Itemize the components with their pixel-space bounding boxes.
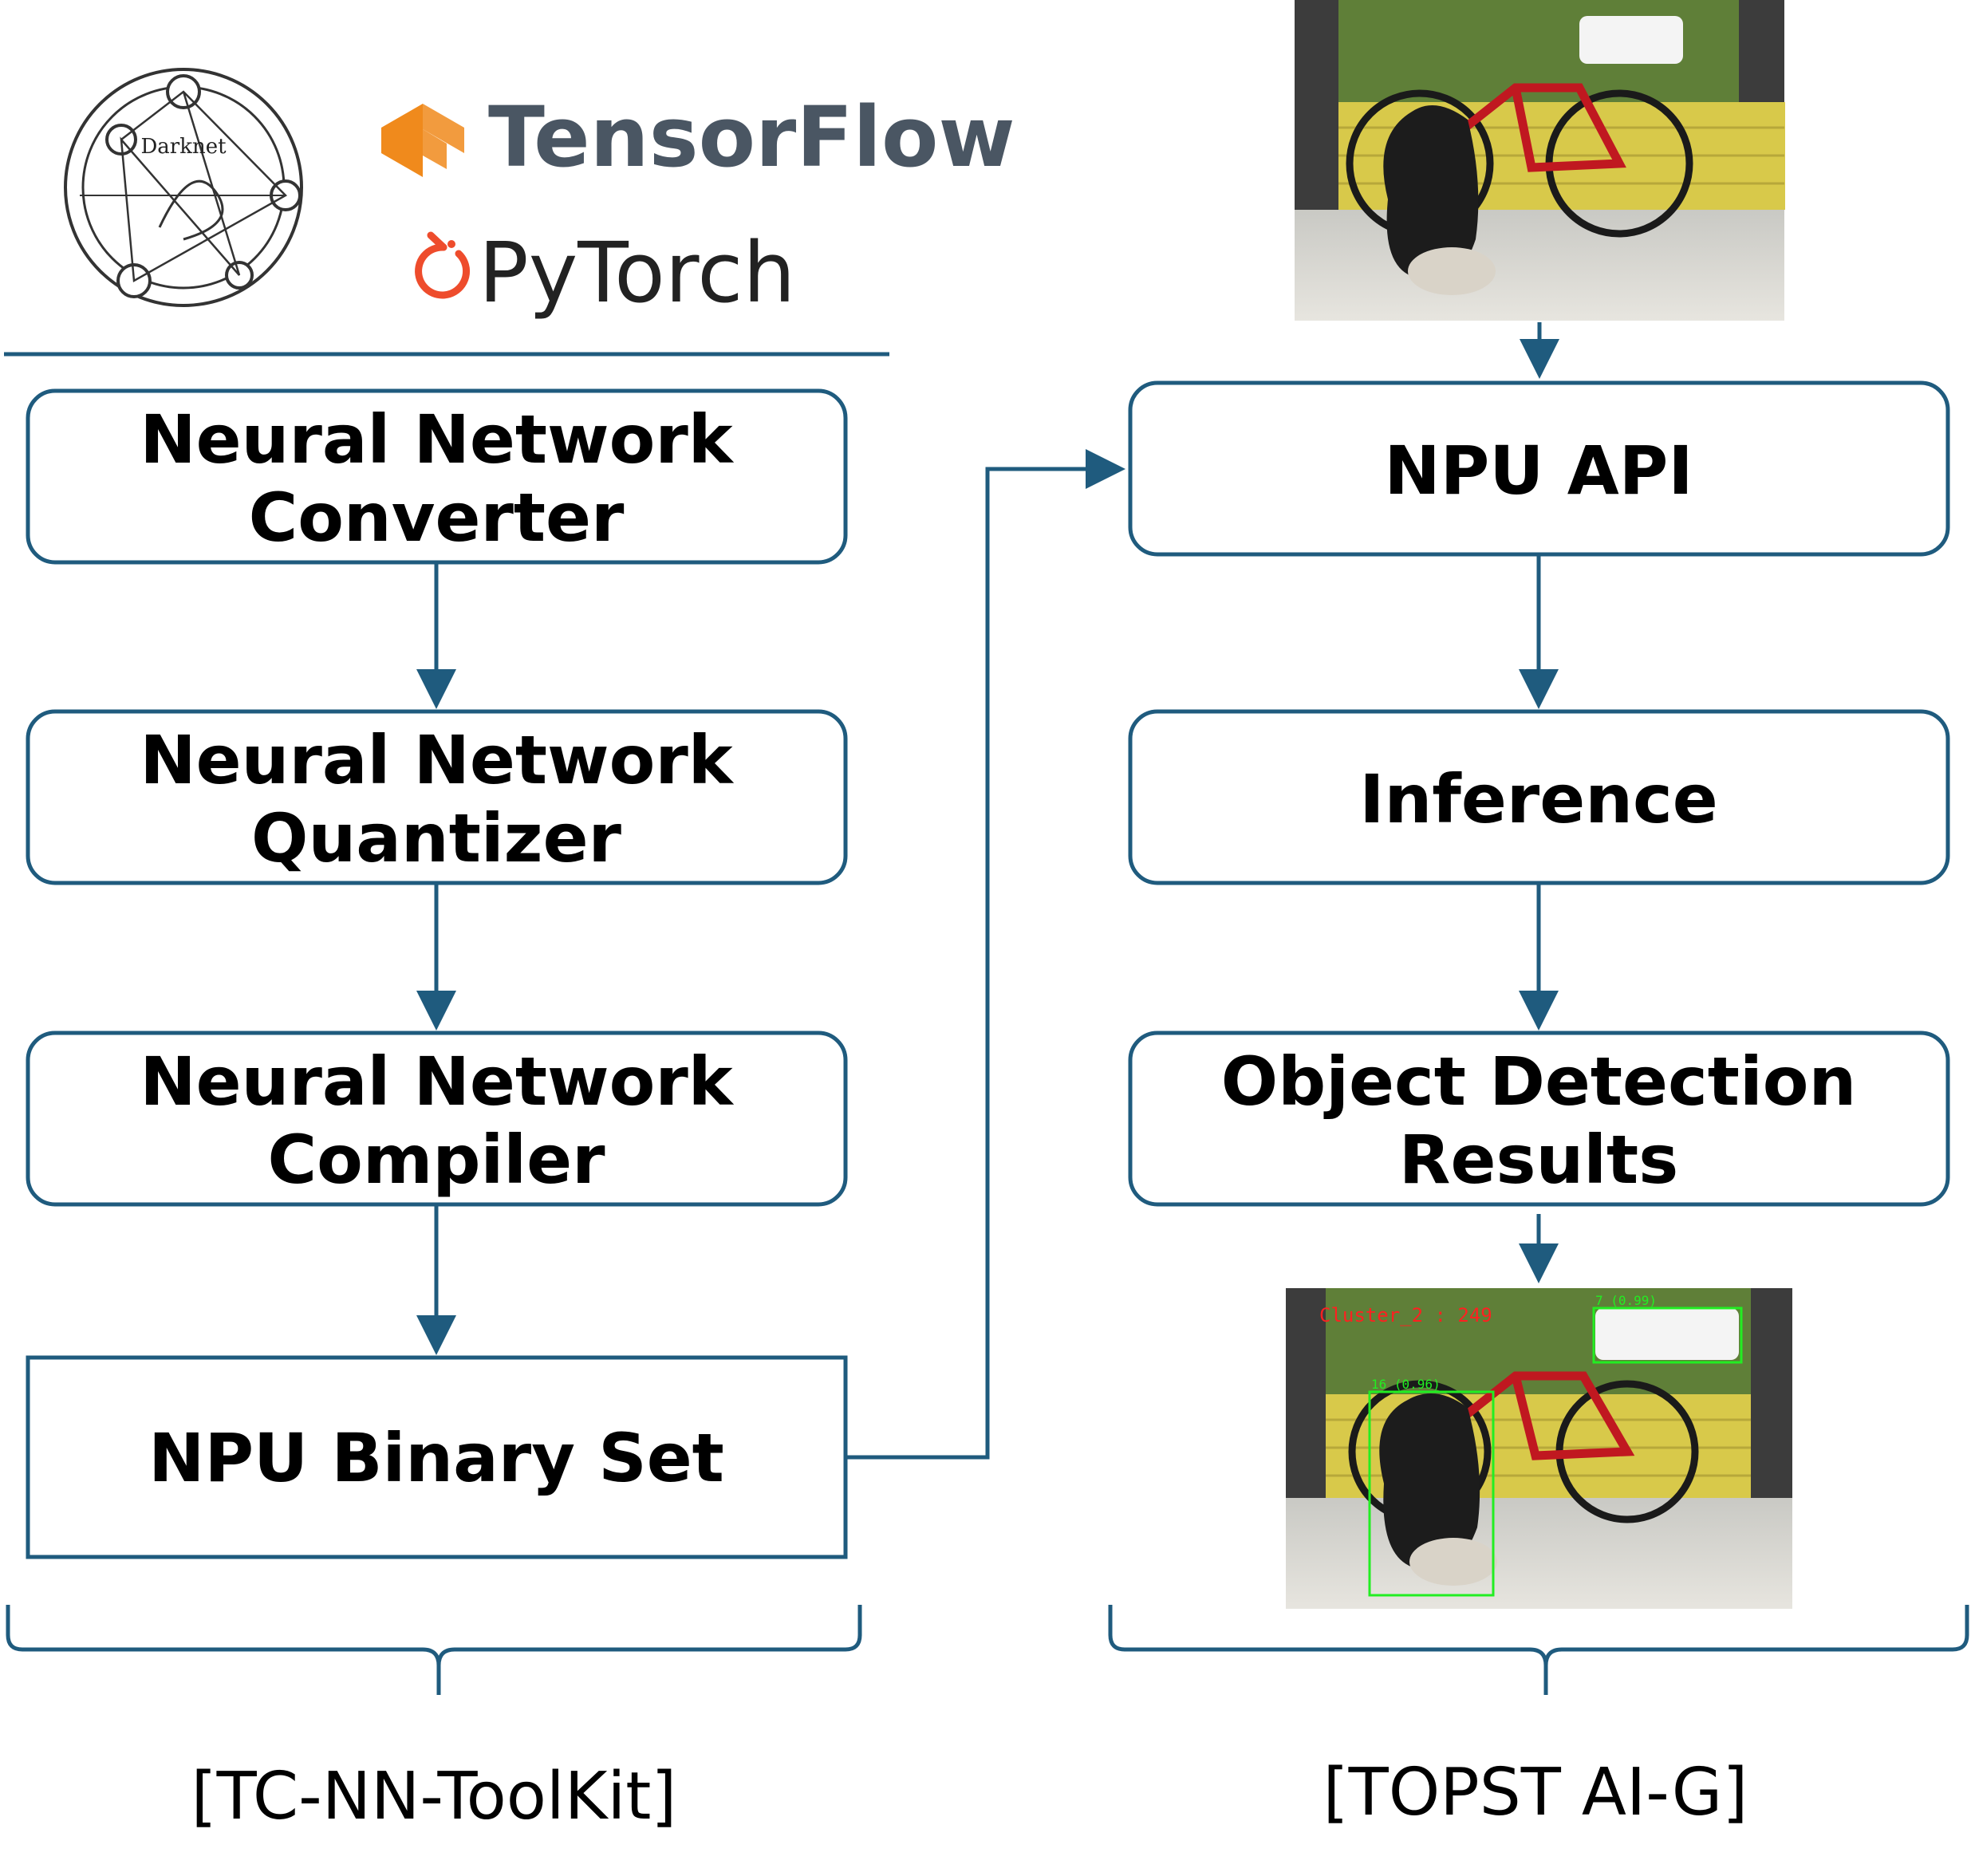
dog-detection-label: 16 (0.96) — [1371, 1377, 1441, 1392]
results-label-line2: Results — [1399, 1121, 1678, 1199]
device-caption: [TOPST AI-G] — [1323, 1755, 1748, 1831]
tensorflow-wordmark: TensorFlow — [488, 89, 1015, 186]
detection-overlays: Cluster_2 : 249 7 (0.99) 16 (0.96) — [1319, 1293, 1743, 1597]
converter-label-line2: Converter — [249, 479, 625, 557]
tensorflow-logo: TensorFlow — [381, 89, 1015, 186]
quantizer-box: Neural Network Quantizer — [26, 709, 848, 885]
compiler-box: Neural Network Compiler — [26, 1031, 848, 1207]
dog-bounding-box — [1368, 1390, 1495, 1597]
pytorch-flame-icon — [415, 231, 470, 299]
npu-api-box: NPU API — [1128, 380, 1950, 557]
npu-binary-set-box: NPU Binary Set — [26, 1355, 848, 1559]
converter-box: Neural Network Converter — [26, 388, 848, 565]
compiler-label-line2: Compiler — [268, 1121, 606, 1199]
car-bounding-box — [1592, 1306, 1743, 1364]
darknet-logo-text: Darknet — [140, 135, 227, 159]
quantizer-label-line1: Neural Network — [140, 721, 734, 799]
device-brace — [1108, 1605, 1969, 1695]
pytorch-logo: PyTorch — [415, 224, 795, 321]
toolkit-caption: [TC-NN-ToolKit] — [191, 1759, 677, 1835]
results-label-line1: Object Detection — [1221, 1042, 1857, 1121]
inference-box: Inference — [1128, 709, 1950, 885]
npu-api-label: NPU API — [1384, 432, 1693, 510]
darknet-logo: Darknet — [64, 68, 303, 307]
npu-binary-set-label: NPU Binary Set — [148, 1419, 724, 1497]
car-detection-label: 7 (0.99) — [1595, 1293, 1657, 1308]
inference-label: Inference — [1359, 760, 1718, 838]
tensorflow-icon — [381, 104, 464, 177]
results-box: Object Detection Results — [1128, 1031, 1950, 1207]
converter-label-line1: Neural Network — [140, 400, 734, 479]
cluster-label: Cluster_2 : 249 — [1319, 1304, 1492, 1326]
input-photo — [1295, 0, 1785, 321]
arrow-binary-to-api — [847, 449, 1125, 1460]
pytorch-wordmark: PyTorch — [479, 224, 795, 321]
quantizer-label-line2: Quantizer — [251, 799, 622, 877]
output-detection-photo: Cluster_2 : 249 7 (0.99) 16 (0.96) — [1286, 1288, 1792, 1609]
compiler-label-line1: Neural Network — [140, 1042, 734, 1121]
toolkit-brace — [6, 1605, 862, 1695]
